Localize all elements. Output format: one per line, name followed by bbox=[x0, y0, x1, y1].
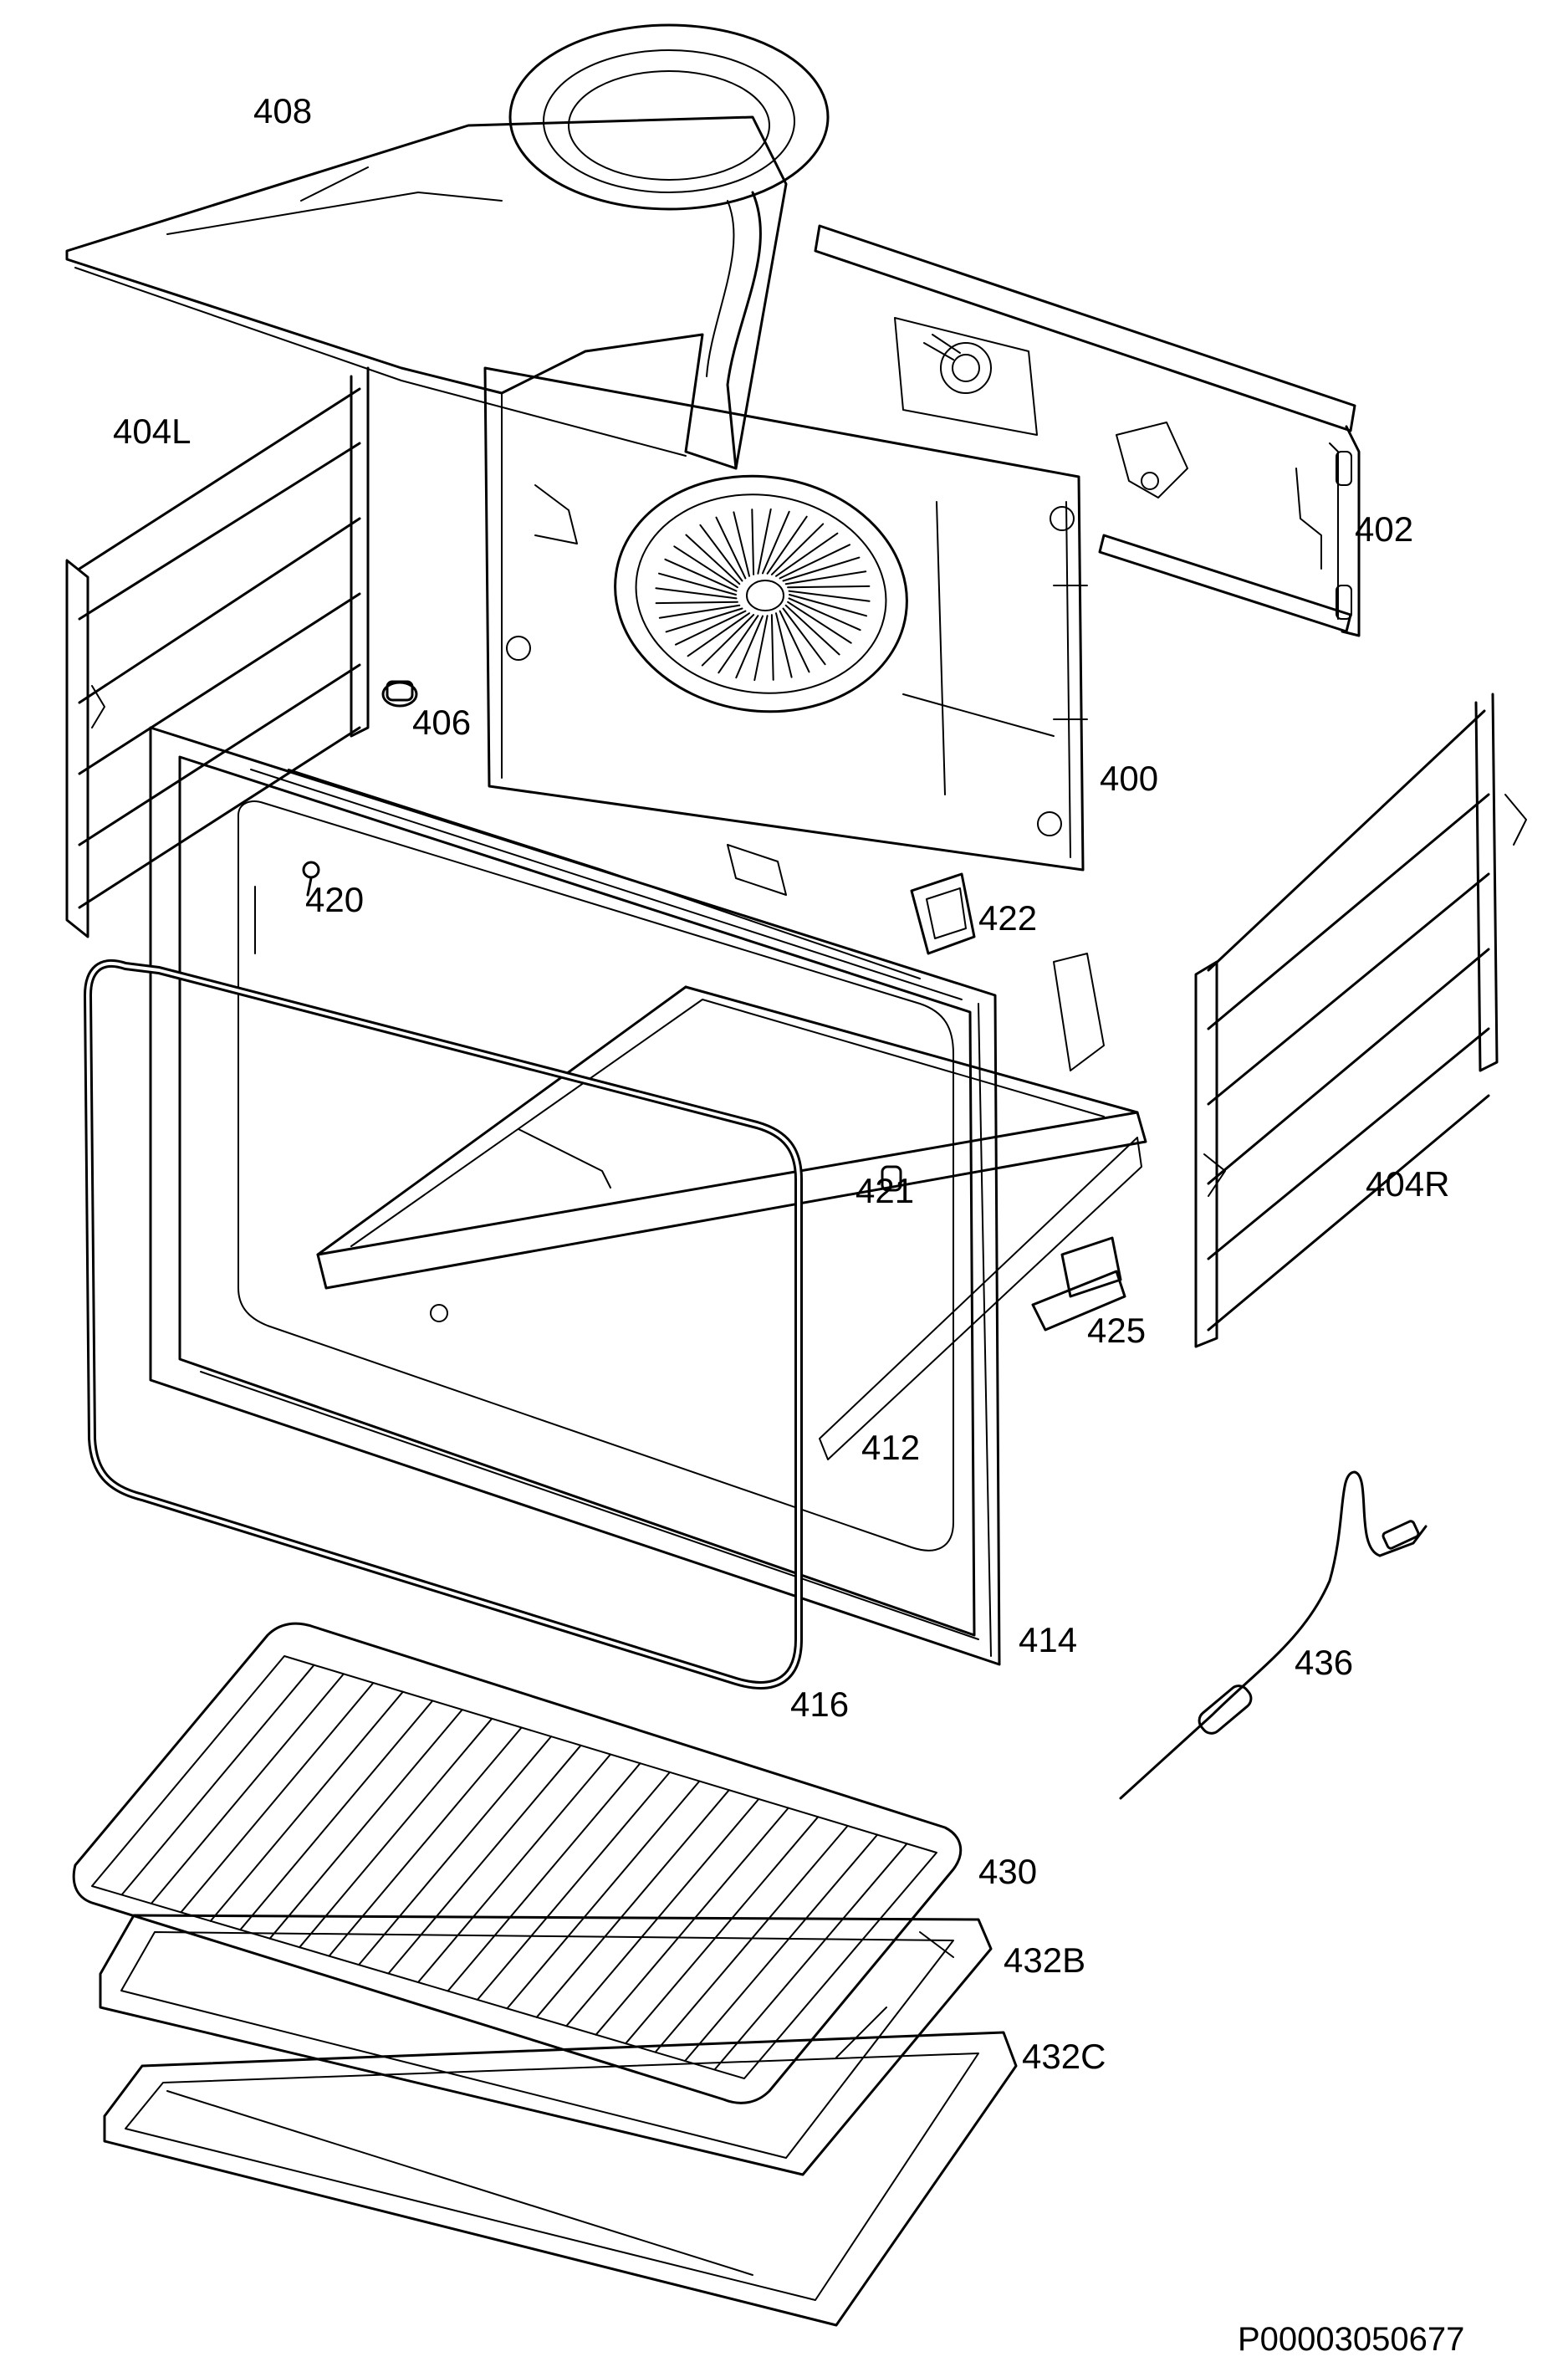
fan-blade bbox=[782, 556, 861, 582]
fan-blade bbox=[699, 524, 743, 582]
label-402: 402 bbox=[1355, 509, 1413, 549]
fan-blade bbox=[687, 612, 750, 657]
fan-blade bbox=[779, 610, 810, 673]
shelf-wire bbox=[535, 1789, 730, 2018]
shelf-wire bbox=[565, 1797, 760, 2027]
label-404L: 404L bbox=[113, 412, 191, 451]
shelf-wire bbox=[328, 1726, 523, 1957]
label-420: 420 bbox=[305, 880, 364, 919]
fan-blade bbox=[673, 545, 738, 589]
fan-blade bbox=[787, 601, 852, 644]
fan-blade bbox=[789, 594, 867, 617]
label-430: 430 bbox=[978, 1852, 1037, 1891]
part-422-lamp-holder bbox=[910, 872, 976, 955]
fan-blade bbox=[784, 604, 840, 656]
label-432B: 432B bbox=[1004, 1940, 1085, 1980]
fan-blade bbox=[675, 610, 747, 646]
fan-blade bbox=[770, 614, 774, 681]
part-416-door-seal bbox=[84, 959, 803, 1690]
drawing-code: P00003050677 bbox=[1238, 2321, 1464, 2358]
shelf-wire bbox=[447, 1762, 641, 1992]
part-414-cavity-frame bbox=[149, 726, 1001, 1666]
part-420-screw bbox=[302, 861, 320, 897]
fan-blade bbox=[762, 510, 790, 575]
label-421: 421 bbox=[856, 1171, 914, 1210]
shelf-wire bbox=[476, 1771, 671, 2001]
label-412: 412 bbox=[861, 1428, 920, 1467]
shelf-wire bbox=[387, 1744, 582, 1975]
fan-blade bbox=[775, 532, 839, 577]
fan-blade bbox=[753, 615, 769, 682]
shelf-wire bbox=[120, 1664, 315, 1896]
part-432C-deep-tray bbox=[103, 2031, 1018, 2327]
label-404R: 404R bbox=[1366, 1164, 1449, 1204]
part-436-meat-probe bbox=[1119, 1470, 1428, 1800]
fan-blade bbox=[685, 534, 741, 585]
fan-blade bbox=[655, 601, 738, 605]
fan-blade bbox=[658, 604, 741, 619]
shelf-wire bbox=[684, 1833, 879, 2063]
part-432B-baking-tray bbox=[99, 1914, 993, 2176]
part-430-wire-shelf bbox=[72, 1622, 963, 2104]
part-404R-right-rack bbox=[1194, 693, 1527, 1348]
fan-blade bbox=[770, 523, 825, 575]
fan-blade bbox=[655, 587, 738, 600]
fan-blade bbox=[664, 558, 738, 592]
label-436: 436 bbox=[1295, 1643, 1353, 1682]
part-404L-left-rack bbox=[65, 366, 370, 938]
fan-blade bbox=[718, 615, 759, 674]
shelf-wire bbox=[150, 1673, 345, 1904]
fan-blade bbox=[658, 572, 737, 596]
part-425-hinge-clip bbox=[1031, 1236, 1126, 1332]
shelf-wire bbox=[417, 1753, 611, 1983]
shelf-wire bbox=[358, 1736, 553, 1966]
shelf-wire bbox=[713, 1843, 908, 2071]
fan-blade bbox=[665, 607, 743, 633]
shelf-wire bbox=[239, 1700, 434, 1931]
label-422: 422 bbox=[978, 898, 1037, 938]
fan-blade bbox=[784, 570, 867, 585]
part-421-screw bbox=[881, 1165, 902, 1192]
fan-blade bbox=[715, 516, 747, 580]
fan-blade bbox=[787, 585, 871, 589]
label-414: 414 bbox=[1019, 1620, 1077, 1659]
fan-blade bbox=[782, 607, 826, 666]
fan-blade bbox=[701, 614, 755, 667]
shelf-wire bbox=[268, 1709, 463, 1940]
fan-blade bbox=[788, 597, 861, 631]
fan-blade bbox=[733, 511, 750, 577]
fan-blade bbox=[766, 515, 808, 575]
fan-blade bbox=[751, 509, 755, 575]
part-412-shelf-frame bbox=[316, 953, 1147, 1460]
label-425: 425 bbox=[1087, 1311, 1146, 1350]
fan-blade bbox=[775, 612, 793, 678]
label-416: 416 bbox=[790, 1685, 849, 1724]
label-406: 406 bbox=[412, 703, 471, 742]
part-400-back-panel bbox=[483, 366, 1088, 872]
part-402-bracket bbox=[814, 224, 1361, 637]
fan-blade bbox=[735, 615, 764, 679]
shelf-wire bbox=[299, 1717, 493, 1949]
shelf-wire bbox=[625, 1816, 820, 2045]
part-406-knob bbox=[381, 680, 418, 708]
label-408: 408 bbox=[253, 91, 312, 130]
label-400: 400 bbox=[1100, 759, 1158, 798]
shelf-wire bbox=[595, 1807, 789, 2036]
fan-blade bbox=[757, 508, 772, 575]
shelf-wire bbox=[209, 1690, 404, 1922]
fan-blade bbox=[788, 590, 871, 602]
fan-blade bbox=[779, 544, 850, 580]
shelf-wire bbox=[506, 1780, 701, 2010]
shelf-wire bbox=[180, 1682, 375, 1914]
part-408-top-plate bbox=[65, 23, 830, 470]
label-432C: 432C bbox=[1022, 2037, 1106, 2076]
part-labels: 408 404L 402 406 400 420 422 421 404R 42… bbox=[113, 91, 1464, 2358]
